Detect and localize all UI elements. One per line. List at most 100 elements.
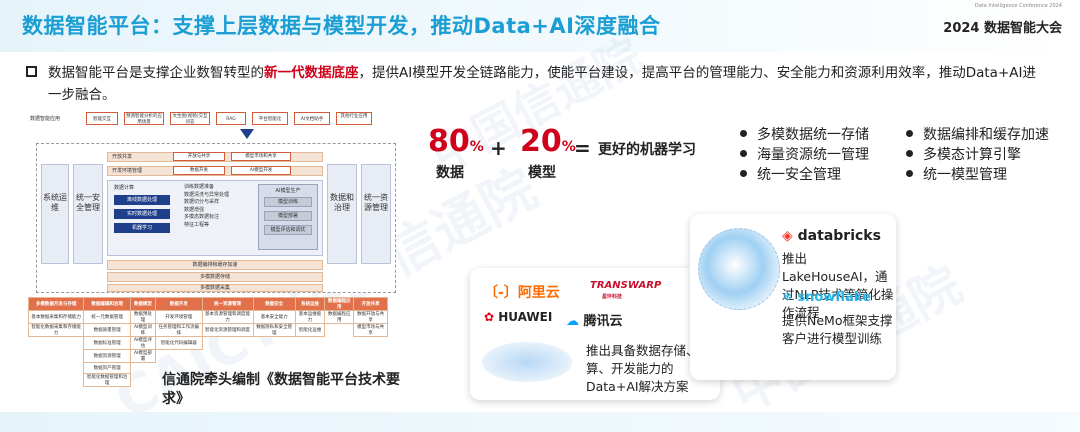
domestic-vendors-panel: 〔-〕阿里云 TRANSWARP 星环科技 ✿ HUAWEI ☁ 腾讯云 推出具…	[470, 268, 720, 400]
app-box: 预测智能分析的应用场景	[124, 112, 164, 125]
table-cell	[253, 350, 295, 363]
plus-sign: +	[490, 136, 507, 160]
training-prep-item: 数据切分与采样	[184, 199, 220, 205]
table-cell: 模型市场与共享	[353, 323, 388, 337]
table-cell	[202, 337, 253, 350]
table-cell	[295, 337, 324, 350]
table-cell: 数据资产管理	[83, 362, 131, 374]
table-cell: 智能化数据采集和存储能力	[27, 323, 85, 337]
tencent-cloud-logo: ☁ 腾讯云	[566, 314, 623, 329]
table-cell	[29, 374, 84, 387]
band-box: 数据开发	[173, 166, 225, 175]
intro-highlight: 新一代数据底座	[264, 65, 359, 81]
feature-text: 统一模型管理	[923, 167, 1007, 183]
snowflake-logo: ❄ snowflake	[782, 290, 871, 305]
table-cell	[155, 350, 202, 363]
table-header-cell: 统一资源管理	[201, 297, 254, 311]
feature-text: 多模态计算引擎	[923, 147, 1021, 163]
table-cell	[354, 337, 388, 350]
ai-model-title: AI模型生产	[275, 188, 301, 194]
training-prep-item: 数据增强	[184, 206, 205, 213]
feature-bullet: 海量资源统一管理	[740, 144, 869, 164]
bullet-dot-icon	[740, 170, 747, 177]
table-header-cell: 数据模型	[130, 297, 156, 311]
feature-bullet: 多模数据统一存储	[740, 124, 869, 144]
table-cell	[29, 337, 84, 350]
table-cell: 智能化运维	[294, 323, 326, 337]
table-header-cell: 开放共享	[353, 297, 388, 311]
databricks-logo: ◈ databricks	[782, 228, 881, 244]
table-cell	[131, 374, 156, 387]
side-resources: 统一资源管理	[361, 164, 391, 264]
databricks-name: databricks	[797, 228, 881, 244]
platform-illustration	[482, 342, 572, 382]
data-percentage: 80%	[428, 124, 484, 159]
table-cell: 数据编程应用	[324, 310, 355, 324]
ai-model-production-panel: AI模型生产 模型训练 模型部署 模型评估和调优	[258, 184, 318, 250]
table-cell: 数据隐私和安全管理	[252, 323, 296, 337]
slide-title: 数据智能平台：支撑上层数据与模型开发，推动Data+AI深度融合	[22, 14, 661, 38]
table-cell	[325, 350, 354, 363]
ai-model-box: 模型评估和调优	[264, 225, 312, 235]
table-row: 基本数据采集和存储能力统一元数据管理数据预处理开发环境管理基本资源管理和调度能力…	[27, 310, 388, 324]
table-cell	[295, 350, 324, 363]
percent-sign: %	[561, 139, 576, 155]
international-vendors-panel: ◈ databricks 推出LakeHouseAI，通过NLP技术等简化操作流…	[690, 214, 896, 380]
ecosystem-illustration	[698, 228, 780, 310]
data-percentage-value: 80	[428, 124, 470, 159]
table-cell: 基本安全能力	[252, 310, 296, 324]
app-box: AI文档助手	[294, 112, 330, 125]
app-box: 智能交互	[86, 112, 118, 125]
equals-sign: =	[574, 136, 591, 160]
table-header-row: 多模数据开发与存储数据编辑和治理数据模型数据开发统一资源管理数据安全系统运维数据…	[27, 297, 388, 311]
bullet-dot-icon	[740, 130, 747, 137]
table-row: 智能化数据管理和治理	[29, 373, 388, 387]
table-header-cell: 数据开发	[154, 297, 203, 311]
table-cell	[325, 324, 354, 337]
ai-model-box: 模型部署	[264, 211, 312, 221]
compute-box: 实时数据处理	[114, 209, 170, 219]
table-header-cell: 数据编程应用	[324, 297, 355, 311]
table-cell: 任务管理和工作流编排	[154, 323, 203, 337]
side-ops: 系统运维	[41, 164, 69, 264]
model-percentage: 20%	[520, 124, 576, 159]
side-governance: 数据和治理	[327, 164, 357, 264]
platform-frame: 系统运维 统一安全管理 数据和治理 统一资源管理 开放共享 开放与共享 模型市场…	[36, 143, 396, 293]
standard-caption: 信通院牵头编制《数据智能平台技术要求》	[162, 372, 400, 407]
table-cell: 数据资源管理	[83, 349, 131, 363]
feature-bullet: 统一模型管理	[906, 164, 1007, 184]
training-prep-list: 训练数据准备 数据清洗与异常处理 数据切分与采样 数据增强 多模态数据标注 特征…	[184, 184, 229, 229]
band-storage: 多模数据存储	[107, 272, 323, 282]
conference-subtitle: Data Intelligence Conference 2024	[974, 3, 1062, 9]
snowflake-text: 提供NeMo框架支撑客户进行模型训练	[782, 313, 893, 346]
band-label: 开发环境管理	[112, 168, 143, 174]
domestic-vendors-text: 推出具备数据存储、计算、开发能力的Data+AI解决方案	[586, 343, 712, 394]
aliyun-name: 阿里云	[517, 285, 560, 301]
application-layer: 数据智能应用 智能交互 预测智能分析的应用场景 文生图(视频)交互问答 RAG …	[28, 107, 408, 129]
intro-text-after: ，提供AI模型开发全链路能力，使能平台建设，提高平台的管理能力、安全能力和资源利…	[48, 65, 1036, 103]
table-cell: AI模型评估	[130, 336, 156, 350]
bullet-dot-icon	[906, 150, 913, 157]
bullet-dot-icon	[906, 130, 913, 137]
huawei-logo: ✿ HUAWEI	[484, 310, 553, 324]
table-cell	[131, 363, 156, 374]
band-collection: 多模数据采集	[107, 284, 323, 292]
data-label: 数据	[436, 165, 464, 181]
huawei-name: HUAWEI	[498, 310, 553, 324]
intro-paragraph: 数据智能平台是支撑企业数智转型的新一代数据底座，提供AI模型开发全链路能力，使能…	[48, 62, 1038, 106]
table-cell: AI模型训练	[130, 323, 156, 337]
training-prep-title: 训练数据准备	[184, 184, 215, 190]
table-cell	[29, 350, 84, 363]
feature-text: 多模数据统一存储	[757, 127, 869, 143]
app-box: 其他行业应用	[336, 112, 372, 125]
training-prep-item: 数据清洗与异常处理	[184, 191, 230, 198]
table-cell: 数据开放与共享	[353, 310, 388, 324]
header-bar: 数据智能平台：支撑上层数据与模型开发，推动Data+AI深度融合 Data In…	[0, 0, 1080, 52]
bullet-dot-icon	[740, 150, 747, 157]
model-label: 模型	[528, 165, 556, 181]
result-text: 更好的机器学习	[598, 142, 696, 158]
table-cell: 基本运维能力	[294, 310, 326, 324]
table-cell: 数据标准管理	[83, 336, 131, 350]
feature-bullet: 统一安全管理	[740, 164, 841, 184]
